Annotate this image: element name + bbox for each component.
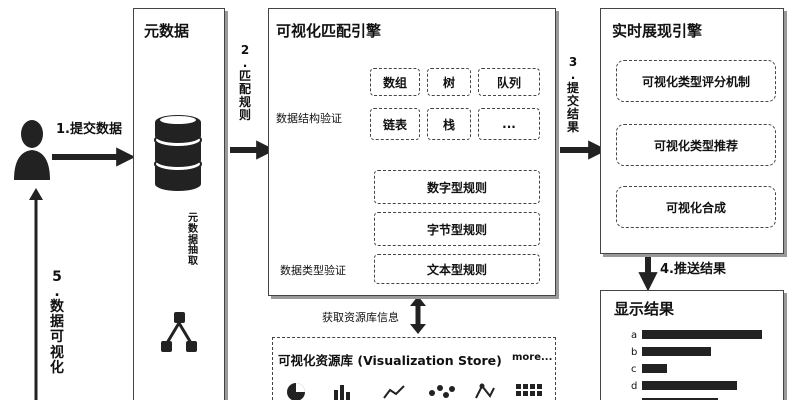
result-bar-label-d: d — [631, 381, 637, 392]
network-chart-icon — [475, 383, 495, 399]
arrow-fetch-store-down-head — [410, 324, 426, 334]
result-bar-label-e: e — [631, 398, 637, 400]
structure-array: 数组 — [370, 68, 420, 96]
structure-stack: 栈 — [427, 108, 471, 140]
fetch-resource-label: 获取资源库信息 — [322, 311, 399, 324]
arrow-feedback-head — [29, 188, 43, 200]
structure-linked-list: 链表 — [370, 108, 420, 140]
result-bar-a — [642, 330, 762, 339]
submit-result-label: 3.提交结果 — [566, 55, 579, 134]
type-recommendation: 可视化类型推荐 — [616, 124, 776, 166]
result-bar-c — [642, 364, 667, 373]
rule-numeric: 数字型规则 — [374, 170, 540, 204]
scatter-chart-icon — [429, 385, 455, 398]
line-chart-icon — [383, 385, 405, 399]
submit-data-label: 1.提交数据 — [56, 122, 122, 137]
structure-validation-label: 数据结构验证 — [276, 112, 342, 125]
result-bar-b — [642, 347, 711, 356]
matching-engine-panel — [268, 8, 556, 296]
metadata-panel — [133, 8, 225, 400]
result-bar-label-b: b — [631, 347, 637, 358]
push-result-label: 4.推送结果 — [660, 262, 726, 277]
rule-text: 文本型规则 — [374, 254, 540, 284]
grid-chart-icon — [516, 384, 542, 396]
arrow-fetch-store-up-head — [410, 296, 426, 306]
structure-more: ... — [478, 108, 540, 140]
structure-tree: 树 — [427, 68, 471, 96]
visual-composition: 可视化合成 — [616, 186, 776, 228]
result-title: 显示结果 — [614, 300, 675, 318]
scoring-mechanism: 可视化类型评分机制 — [616, 60, 776, 102]
store-more-link[interactable]: more... — [512, 352, 553, 363]
type-validation-label: 数据类型验证 — [280, 264, 346, 277]
result-bar-label-a: a — [631, 330, 637, 341]
result-bar-label-c: c — [631, 364, 637, 375]
rule-byte: 字节型规则 — [374, 212, 540, 246]
structure-queue: 队列 — [478, 68, 540, 96]
result-bar-e — [642, 398, 718, 400]
matching-engine-title: 可视化匹配引擎 — [276, 22, 382, 40]
extract-label: 元数据抽取 — [188, 213, 198, 268]
visualization-store-panel — [272, 337, 556, 400]
realtime-engine-title: 实时展现引擎 — [612, 22, 703, 40]
match-rules-label: 2.匹配规则 — [238, 43, 251, 122]
result-bar-d — [642, 381, 737, 390]
bar-chart-icon — [334, 385, 350, 400]
pie-chart-icon — [287, 383, 305, 400]
visualization-store-title: 可视化资源库 (Visualization Store) — [278, 353, 502, 368]
metadata-title: 元数据 — [144, 22, 190, 40]
data-visualization-label: 5.数据可视化 — [50, 269, 64, 376]
